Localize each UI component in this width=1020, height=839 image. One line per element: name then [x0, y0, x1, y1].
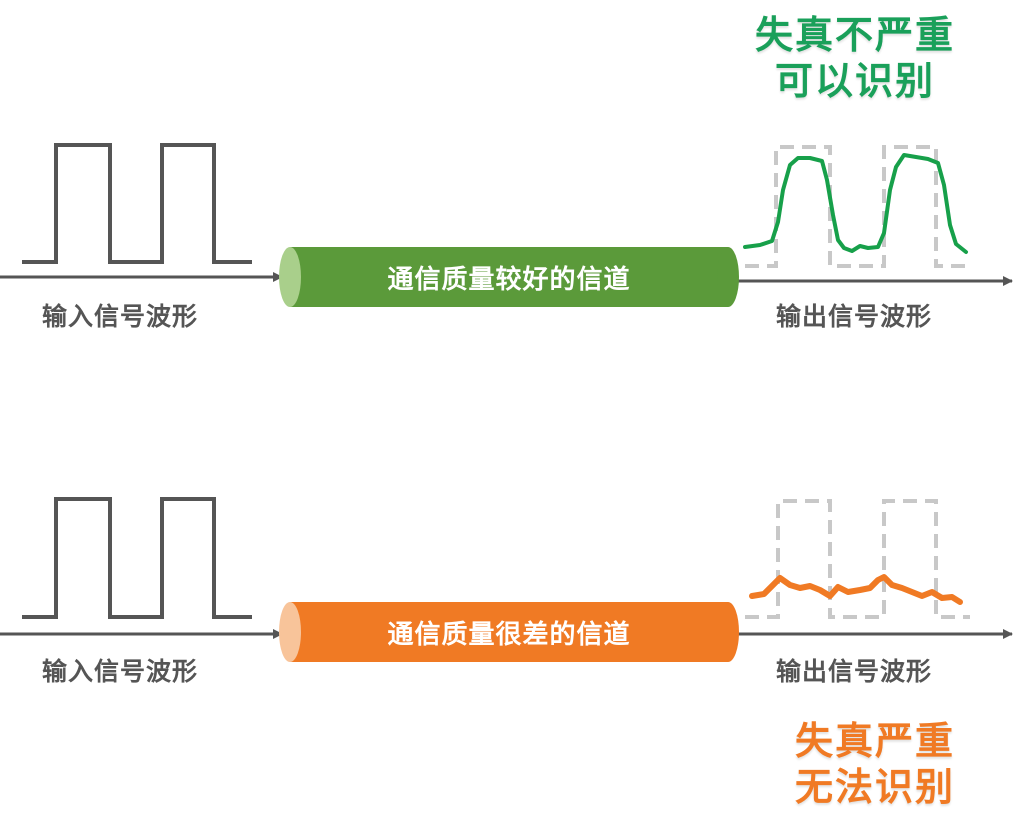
top-input-square-wave [22, 143, 252, 264]
top-channel-cylinder [279, 247, 739, 307]
top-distortion-note: 失真不严重 可以识别 [740, 12, 970, 104]
top-channel-label: 通信质量较好的信道 [387, 264, 631, 295]
top-output-caption: 输出信号波形 [776, 302, 933, 331]
bottom-note-line-1: 失真严重 [794, 719, 955, 763]
bottom-output-distorted-wave [749, 574, 963, 605]
bottom-output-caption: 输出信号波形 [776, 657, 933, 686]
bottom-input-square-wave [22, 497, 252, 619]
bottom-channel-label: 通信质量很差的信道 [387, 619, 631, 650]
bottom-note-line-2: 无法识别 [794, 765, 955, 809]
bottom-distortion-note: 失真严重 无法识别 [770, 718, 980, 810]
top-note-line-1: 失真不严重 [754, 13, 955, 57]
top-note-line-2: 可以识别 [774, 59, 935, 103]
bottom-input-caption: 输入信号波形 [42, 657, 199, 686]
top-input-caption: 输入信号波形 [42, 302, 199, 331]
top-output-distorted-wave [743, 153, 968, 254]
bottom-reference-dashed-wave [745, 499, 970, 619]
top-reference-dashed-wave [745, 145, 970, 268]
bottom-channel-cylinder [279, 602, 739, 662]
